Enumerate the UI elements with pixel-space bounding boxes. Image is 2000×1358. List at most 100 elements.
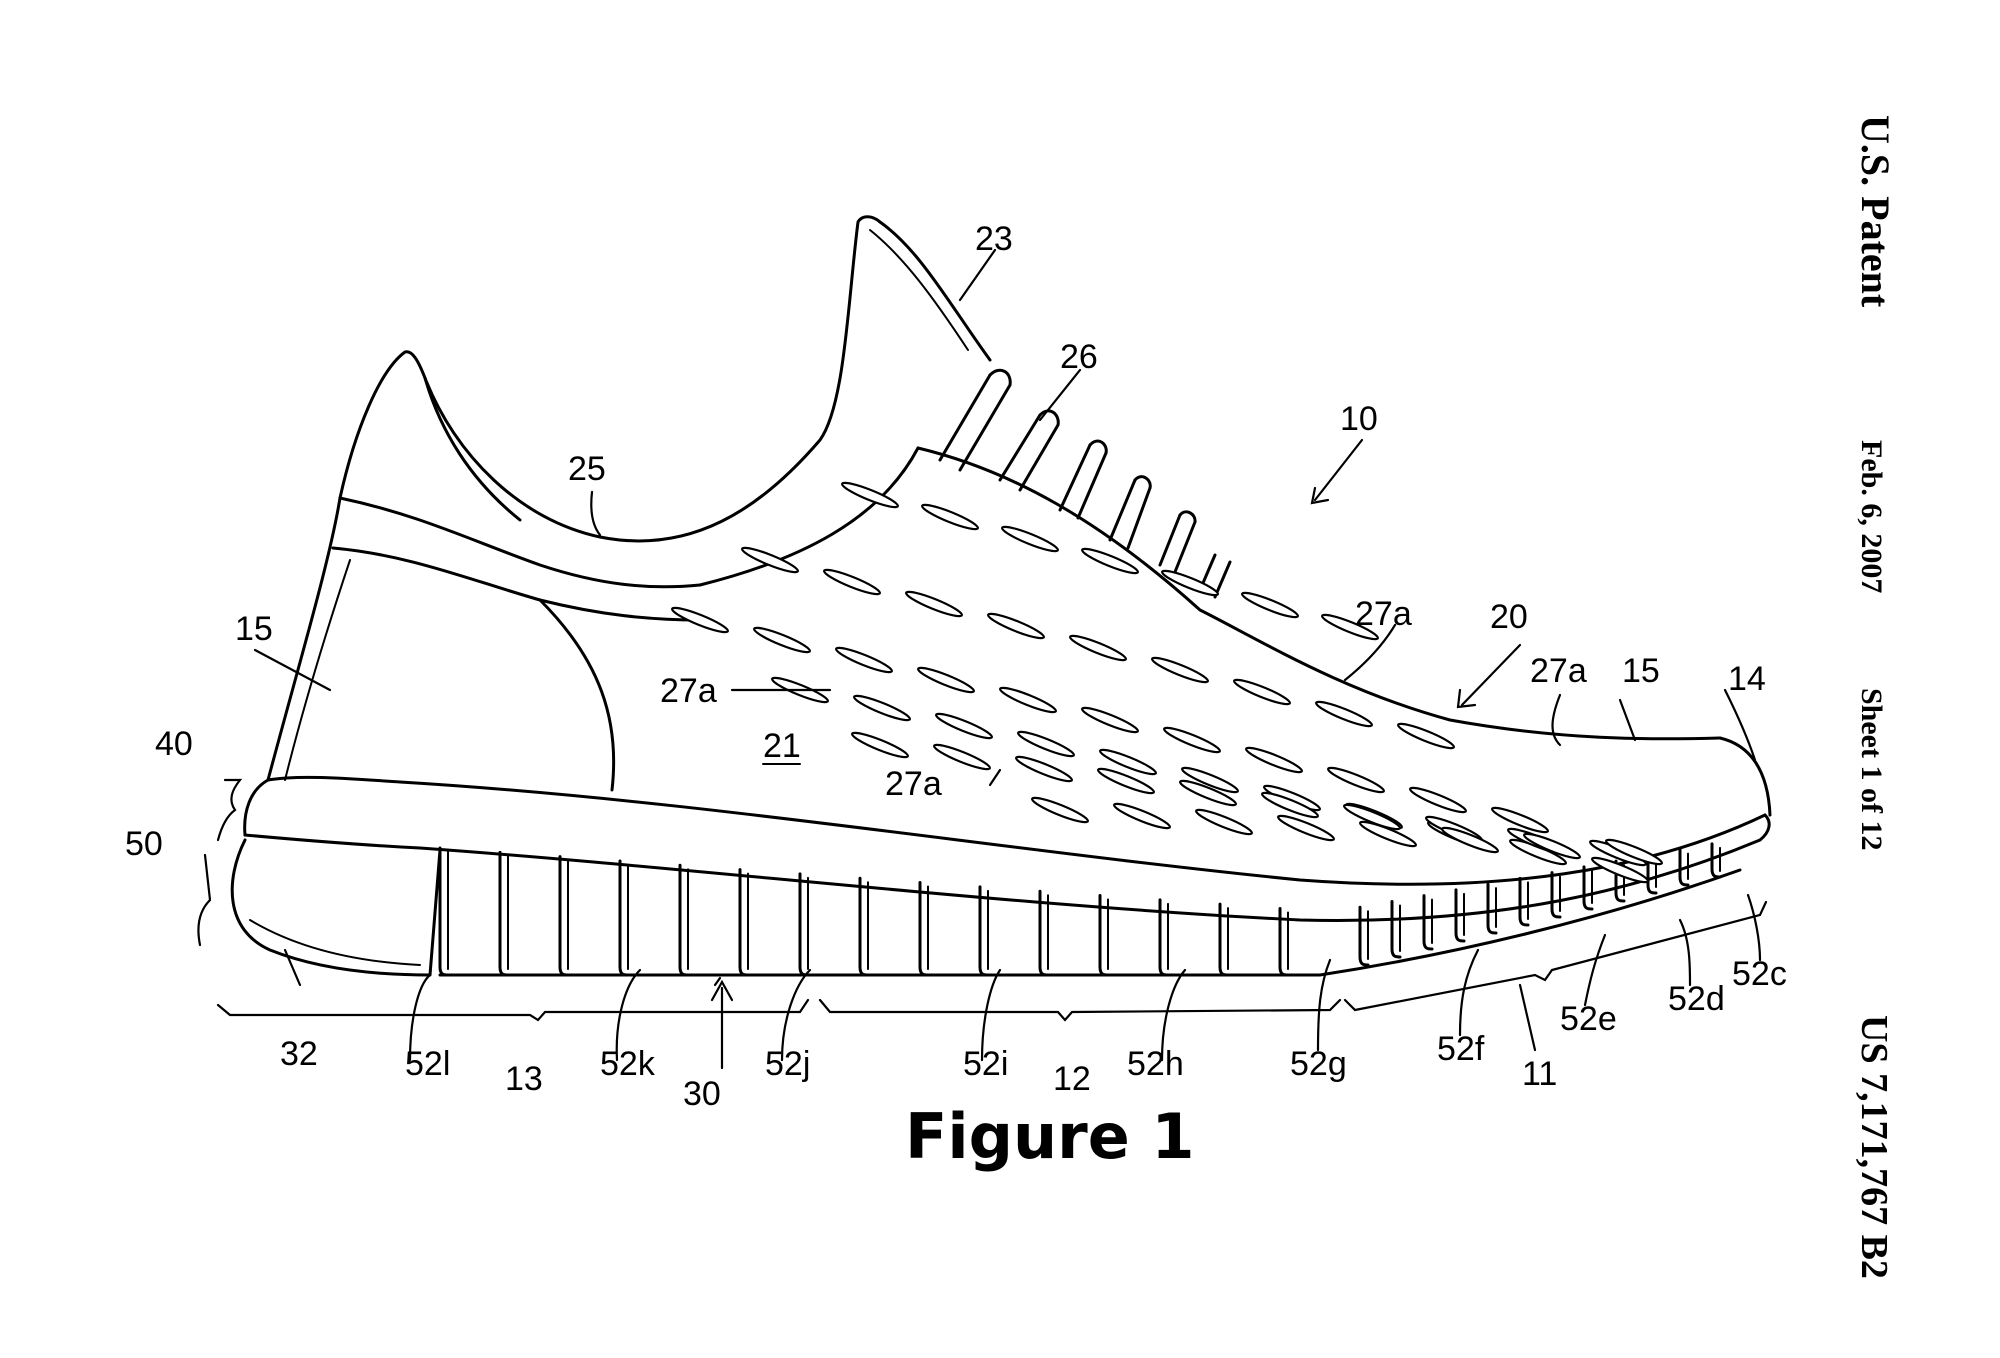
sole-segment-divider: [1358, 905, 1370, 967]
upper-aperture: [999, 686, 1057, 714]
label-27a-2: 27a: [1530, 652, 1587, 690]
upper-aperture: [1151, 656, 1209, 684]
upper-aperture: [1017, 730, 1075, 758]
arrow-10-head: [1310, 486, 1330, 505]
collar-opening-front: [423, 376, 522, 522]
upper-aperture: [905, 590, 963, 618]
heel-back-inner: [284, 559, 351, 781]
label-52d: 52d: [1668, 980, 1725, 1018]
label-15-heel: 15: [235, 610, 273, 648]
upper-aperture: [1315, 700, 1373, 728]
label-52f: 52f: [1437, 1030, 1485, 1068]
midsole-heel-end: [243, 778, 270, 837]
upper-aperture: [987, 612, 1045, 640]
upper-aperture: [1163, 726, 1221, 754]
upper-aperture: [1081, 547, 1139, 575]
upper-aperture: [851, 731, 909, 759]
upper-aperture: [853, 694, 911, 722]
label-21: 21: [763, 727, 801, 765]
bracket-50: [197, 853, 212, 947]
upper-aperture: [1099, 748, 1157, 776]
sole-segment-divider: [1710, 842, 1722, 879]
label-12: 12: [1053, 1060, 1091, 1098]
upper-aperture: [917, 666, 975, 694]
upper-aperture: [1181, 766, 1239, 794]
label-11: 11: [1522, 1055, 1557, 1093]
vamp-top-line: [916, 446, 1722, 741]
bracket-40: [216, 778, 243, 842]
bracket-heel: [216, 998, 810, 1022]
upper-aperture: [1441, 826, 1499, 854]
sole-segment-divider: [1678, 848, 1690, 887]
label-20: 20: [1490, 598, 1528, 636]
upper-apertures: [671, 481, 1663, 884]
collar-inner-curve: [423, 215, 882, 543]
lace-loops: [938, 368, 1232, 599]
midsole-top: [266, 775, 1767, 886]
sole-segment-divider: [1518, 876, 1530, 927]
heel-collar-outline: [338, 350, 427, 500]
patent-header: U.S. Patent Feb. 6, 2007 Sheet 1 of 12 U…: [1853, 115, 1898, 1279]
upper-aperture: [841, 481, 899, 509]
collar-band: [338, 496, 702, 589]
upper-aperture: [1605, 838, 1663, 866]
sole-segment-divider: [918, 881, 930, 977]
upper-aperture: [1491, 806, 1549, 834]
upper-aperture: [935, 712, 993, 740]
reference-labels: 23 26 10 25 15 27a 20 27a 15 14 27a 21 2…: [125, 220, 1787, 1113]
upper-aperture: [1031, 796, 1089, 824]
sole-segment-divider: [978, 885, 990, 977]
upper-aperture: [1069, 634, 1127, 662]
sole-segment-divider: [438, 846, 450, 977]
arrow-10: [1313, 438, 1364, 502]
upper-aperture: [823, 568, 881, 596]
label-25: 25: [568, 450, 606, 488]
sheet-number: Sheet 1 of 12: [1855, 688, 1888, 850]
toe-cap: [1718, 736, 1772, 817]
upper-aperture: [1113, 802, 1171, 830]
sole-segment-divider: [1422, 894, 1434, 951]
sole-segment-divider: [798, 872, 810, 977]
upper-aperture: [1321, 613, 1379, 641]
sole-segment-divider: [1454, 888, 1466, 943]
leader-lines: [253, 248, 1762, 1062]
label-52l: 52l: [405, 1045, 450, 1083]
label-10: 10: [1340, 400, 1378, 438]
shoe-illustration: [230, 215, 1772, 977]
tongue-inner-line: [869, 229, 969, 351]
upper-aperture: [1359, 820, 1417, 848]
upper-aperture: [1233, 678, 1291, 706]
arrow-20-head: [1456, 688, 1477, 709]
heel-back-line: [266, 496, 342, 782]
upper-aperture: [1523, 832, 1581, 860]
upper-aperture: [1591, 856, 1649, 884]
arrow-20: [1460, 643, 1522, 707]
collar-band-lower: [331, 546, 702, 622]
heel-panel-front: [538, 598, 616, 792]
upper-aperture: [741, 546, 799, 574]
upper-aperture: [1081, 706, 1139, 734]
upper-aperture: [1001, 525, 1059, 553]
tongue-outline: [878, 220, 992, 362]
label-52k: 52k: [600, 1045, 656, 1083]
upper-top-line: [698, 446, 920, 587]
upper-aperture: [1241, 591, 1299, 619]
sole-segment-divider: [858, 876, 870, 977]
bracket-forefoot: [1343, 900, 1768, 1012]
sole-segment-divider: [558, 855, 570, 977]
upper-aperture: [1015, 755, 1073, 783]
upper-aperture: [921, 503, 979, 531]
label-52c: 52c: [1732, 955, 1787, 993]
label-14: 14: [1728, 660, 1766, 698]
sole-segment-divider: [1582, 865, 1594, 911]
label-52e: 52e: [1560, 1000, 1617, 1038]
sole-segments: [438, 842, 1722, 977]
sole-segment-divider: [498, 850, 510, 977]
upper-aperture: [1179, 779, 1237, 807]
label-30: 30: [683, 1075, 721, 1113]
sole-segment-divider: [738, 868, 750, 977]
label-27a-4: 27a: [885, 765, 942, 803]
upper-aperture: [1397, 722, 1455, 750]
sole-segment-divider: [618, 859, 630, 977]
